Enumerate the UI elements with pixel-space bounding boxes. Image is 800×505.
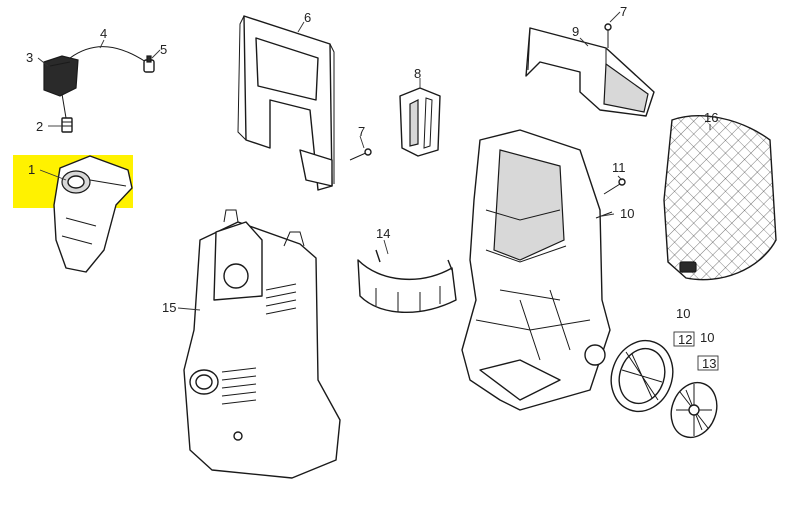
label-box-12 [673, 331, 695, 347]
callout-c4: 4 [100, 26, 107, 41]
part-9-top-cover[interactable] [525, 27, 655, 117]
callout-c11: 11 [612, 160, 626, 175]
callout-c12: 12 [678, 332, 692, 347]
callout-c10b: 10 [676, 306, 690, 321]
callout-c6: 6 [304, 10, 311, 25]
part-13-hub-cap[interactable] [664, 376, 724, 444]
leader-lines [37, 11, 711, 311]
part-15-front-housing[interactable] [183, 209, 341, 479]
part-8-clip[interactable] [399, 87, 441, 157]
part-7-screw-mid[interactable] [349, 148, 372, 161]
callout-c13: 13 [702, 356, 716, 371]
callout-c5: 5 [160, 42, 167, 57]
part-4-hose-lower [61, 93, 67, 119]
part-7-screw-top[interactable] [604, 23, 612, 48]
part-10-screw-frame[interactable] [595, 211, 613, 219]
callout-c7a: 7 [620, 4, 627, 19]
callout-c9: 9 [572, 24, 579, 39]
part-14-bracket[interactable] [357, 249, 457, 314]
part-4-hose[interactable] [69, 46, 147, 63]
main-housing-frame[interactable] [461, 129, 611, 411]
callout-c3: 3 [26, 50, 33, 65]
part-2-adapter[interactable] [61, 117, 73, 133]
part-5-fitting[interactable] [143, 55, 155, 73]
part-11-screw[interactable] [603, 178, 626, 195]
callout-c1: 1 [28, 162, 35, 177]
callout-c10a: 10 [620, 206, 634, 221]
label-box-13 [697, 355, 719, 371]
part-3-gun-handle[interactable] [43, 55, 79, 97]
part-6-handle[interactable] [237, 15, 335, 191]
part-16-mesh-filter[interactable] [663, 115, 777, 281]
callout-c15: 15 [162, 300, 176, 315]
callout-c7b: 7 [358, 124, 365, 139]
callout-c16: 16 [704, 110, 718, 125]
part-12-wheel[interactable] [601, 332, 682, 420]
callout-c8: 8 [414, 66, 421, 81]
part-1-cover[interactable] [53, 155, 133, 273]
callout-c10c: 10 [700, 330, 714, 345]
callout-c14: 14 [376, 226, 390, 241]
callout-c2: 2 [36, 119, 43, 134]
